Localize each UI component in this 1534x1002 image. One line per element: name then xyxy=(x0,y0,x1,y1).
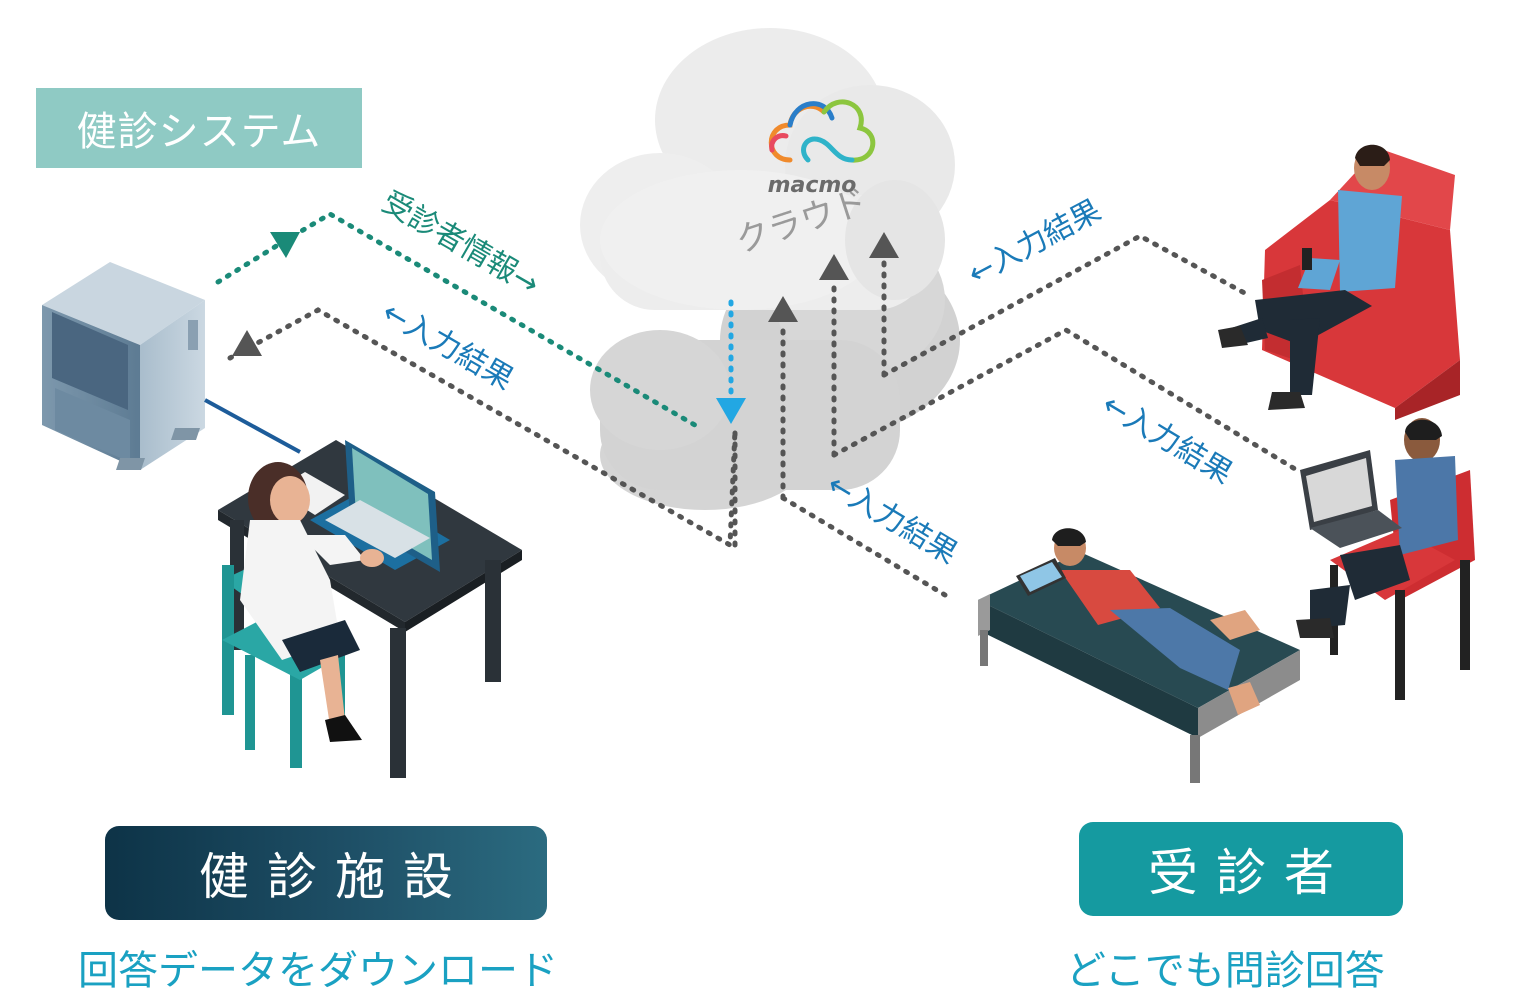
patient-tablet-illustration xyxy=(978,528,1300,783)
flow-label-result-left: ←入力結果 xyxy=(376,295,519,398)
flow-line-result-bottom xyxy=(780,495,948,598)
flow-arrow-patient-info-icon xyxy=(270,232,300,258)
flow-arrow-result-left-icon xyxy=(232,330,262,356)
flow-label-patient-info: 受診者情報→ xyxy=(376,185,545,303)
system-tag: 健診システム xyxy=(36,88,362,168)
flow-line-result-mid-right xyxy=(831,327,1303,475)
patient-subtitle: どこでも問診回答 xyxy=(1066,948,1385,994)
flow-label-result-top-right: ←入力結果 xyxy=(962,193,1107,292)
flow-arrow-download-icon xyxy=(716,398,746,424)
flow-arrow-up-2-icon xyxy=(819,254,849,280)
flow-arrow-up-3-icon xyxy=(869,232,899,258)
flow-line-result-left xyxy=(227,307,738,550)
patient-laptop-illustration xyxy=(1296,418,1475,700)
flow-line-result-top-right xyxy=(881,233,1253,378)
macmo-logo-icon xyxy=(768,99,876,163)
facility-subtitle: 回答データをダウンロード xyxy=(78,948,558,994)
facility-title-badge: 健診施設 xyxy=(105,826,547,920)
facility-staff-illustration xyxy=(218,440,522,778)
flow-label-result-mid-right: ←入力結果 xyxy=(1096,387,1238,492)
patient-title-badge: 受診者 xyxy=(1079,822,1403,916)
cloud-shape xyxy=(580,28,960,510)
server-icon xyxy=(42,262,301,470)
patient-armchair-illustration xyxy=(1218,144,1460,420)
flow-arrow-up-1-icon xyxy=(768,296,798,322)
flow-label-result-bottom: ←入力結果 xyxy=(821,467,963,572)
flow-line-patient-info xyxy=(215,211,703,431)
cloud-brand-text: macmo xyxy=(768,173,857,198)
